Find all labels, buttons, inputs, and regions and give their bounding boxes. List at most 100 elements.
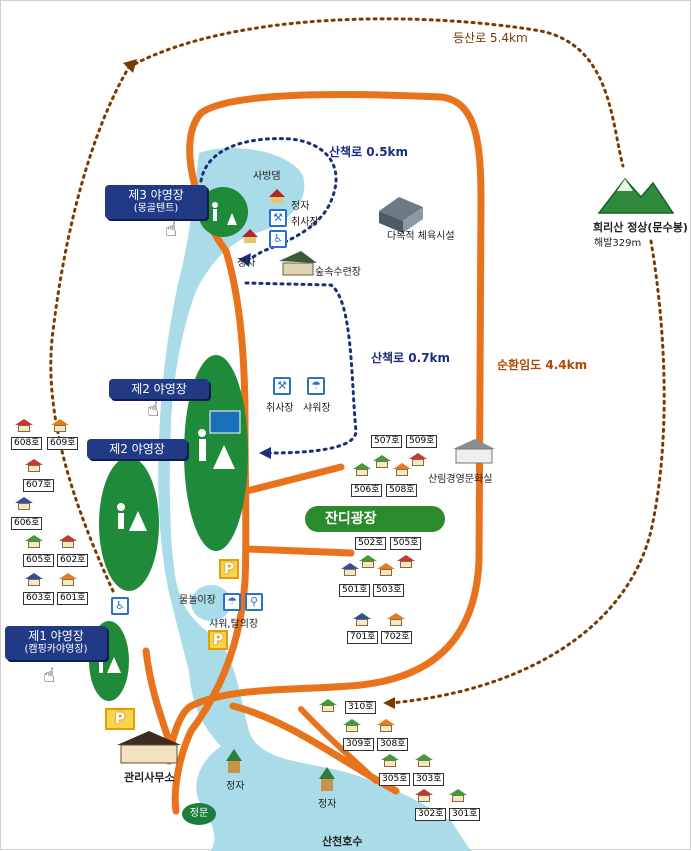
cabin-icon	[415, 754, 433, 767]
hiking-trail-right	[389, 239, 666, 705]
camp1-title: 제1 야영장	[28, 629, 84, 643]
cabin-701-label: 701호	[347, 631, 379, 644]
pavilion-label-2: 정자	[237, 258, 256, 269]
cabin-503-label: 503호	[373, 584, 405, 597]
cabin-601-label: 601호	[57, 592, 89, 605]
cabin-icon	[25, 573, 43, 586]
camp2-area-right	[184, 355, 248, 551]
cabin-icon	[381, 754, 399, 767]
hiking-trail-label: 등산로 5.4km	[453, 31, 528, 45]
camp2-area-left	[99, 457, 159, 591]
camp2-tag-right[interactable]: 제2 야영장	[109, 379, 209, 399]
changing-icon: ⚲	[245, 593, 263, 611]
forest-house-label: 숲속수련장	[315, 267, 361, 278]
cabin-305-label: 305호	[379, 773, 411, 786]
cabin-607-label: 607호	[23, 479, 55, 492]
shower-changing-label: 샤워,탈의장	[209, 619, 259, 630]
cabin-505-label: 505호	[390, 537, 422, 550]
office-building-icon	[117, 731, 181, 764]
water-play-pool	[191, 585, 231, 621]
cabin-507-label: 507호	[371, 435, 403, 448]
cabin-308-label: 308호	[377, 738, 409, 751]
person-icon	[198, 429, 206, 437]
cabin-icon	[353, 463, 371, 476]
road-to-cabins-500	[243, 463, 345, 495]
cabin-702-label: 702호	[381, 631, 413, 644]
camp2-title-right: 제2 야영장	[131, 382, 187, 396]
person-icon	[118, 513, 124, 529]
cabin-501-label: 501호	[339, 584, 371, 597]
cabin-605-label: 605호	[23, 554, 55, 567]
walk-path-top	[199, 137, 338, 265]
toilet-icon: ♿	[269, 230, 287, 248]
walk-arrow-top	[239, 253, 251, 267]
tent-icon	[213, 445, 235, 469]
cabin-606-label: 606호	[11, 517, 43, 530]
lawn-square: 잔디광장	[305, 506, 445, 532]
pointer-hand-icon: ☝	[43, 663, 56, 687]
camp3-tag[interactable]: 제3 야영장 (몽골텐트)	[105, 185, 207, 219]
camp3-title: 제3 야영장	[128, 188, 184, 202]
pavilion-label-1: 정자	[291, 201, 310, 212]
road-to-camp1	[142, 647, 173, 745]
person-icon	[213, 209, 217, 221]
cabin-603-label: 603호	[23, 592, 55, 605]
camp3-subtitle: (몽골텐트)	[133, 203, 179, 214]
mountain-peak-icon	[597, 177, 675, 214]
camp1-tag[interactable]: 제1 야영장 (캠핑카야영장)	[5, 626, 107, 660]
gym-label: 다목적 체육시설	[387, 231, 455, 242]
cabin-icon	[59, 535, 77, 548]
cabin-icon	[409, 453, 427, 466]
toilet-icon: ♿	[111, 597, 129, 615]
cabin-icon	[415, 789, 433, 802]
camp-tent-icons	[98, 202, 237, 673]
walk-path-mid	[244, 281, 358, 455]
cooking-icon: ⚒	[269, 209, 287, 227]
cabin-icon	[343, 719, 361, 732]
cabin-icon	[359, 555, 377, 568]
hiking-trail-top	[127, 17, 625, 168]
main-road	[171, 247, 250, 815]
tent-icon	[107, 657, 121, 673]
mountain-snowcap	[617, 179, 633, 191]
person-icon	[212, 202, 218, 208]
cabin-303-label: 303호	[413, 773, 445, 786]
peak-name: 희리산 정상(문수봉)	[593, 221, 688, 234]
loop-road-label: 순환임도 4.4km	[497, 358, 588, 372]
camp2-tag-left[interactable]: 제2 야영장	[87, 439, 187, 459]
cabin-502-label: 502호	[355, 537, 387, 550]
water-play-label: 물놀이장	[179, 595, 216, 606]
pavilion-label-4: 정자	[318, 799, 337, 810]
walk-path-label-2: 산책로 0.7km	[371, 351, 451, 365]
cabin-508-label: 508호	[386, 484, 418, 497]
culture-hall-label: 산림경영문화실	[428, 474, 493, 485]
walk-path-label-1: 산책로 0.5km	[329, 145, 409, 159]
person-icon	[199, 439, 206, 461]
cabin-icon	[387, 613, 405, 626]
cabin-icon	[59, 573, 77, 586]
cabin-icon	[25, 535, 43, 548]
cooking-label-2: 취사장	[266, 403, 294, 414]
cabin-icon	[377, 563, 395, 576]
parking-icon: P	[105, 708, 135, 730]
person-icon	[117, 503, 125, 511]
camp1-subtitle: (캠핑카야영장)	[24, 644, 88, 655]
shower-icon: ☂	[307, 377, 325, 395]
parking-icon: P	[208, 630, 228, 650]
tent-icon	[129, 511, 147, 531]
cabin-icon	[15, 497, 33, 510]
walk-arrow-mid	[259, 447, 271, 459]
dam-label: 사방댐	[253, 171, 281, 182]
main-gate: 정문	[182, 803, 216, 825]
trail-arrow-bottom	[383, 697, 395, 709]
cabin-icon	[449, 789, 467, 802]
cabin-602-label: 602호	[57, 554, 89, 567]
parking-icon: P	[219, 559, 239, 579]
camp2-title-left: 제2 야영장	[109, 442, 165, 456]
toilet-icon-camp2	[209, 410, 241, 434]
loop-road	[165, 91, 485, 765]
hiking-trail	[49, 65, 131, 593]
culture-hall-icon	[453, 439, 495, 464]
